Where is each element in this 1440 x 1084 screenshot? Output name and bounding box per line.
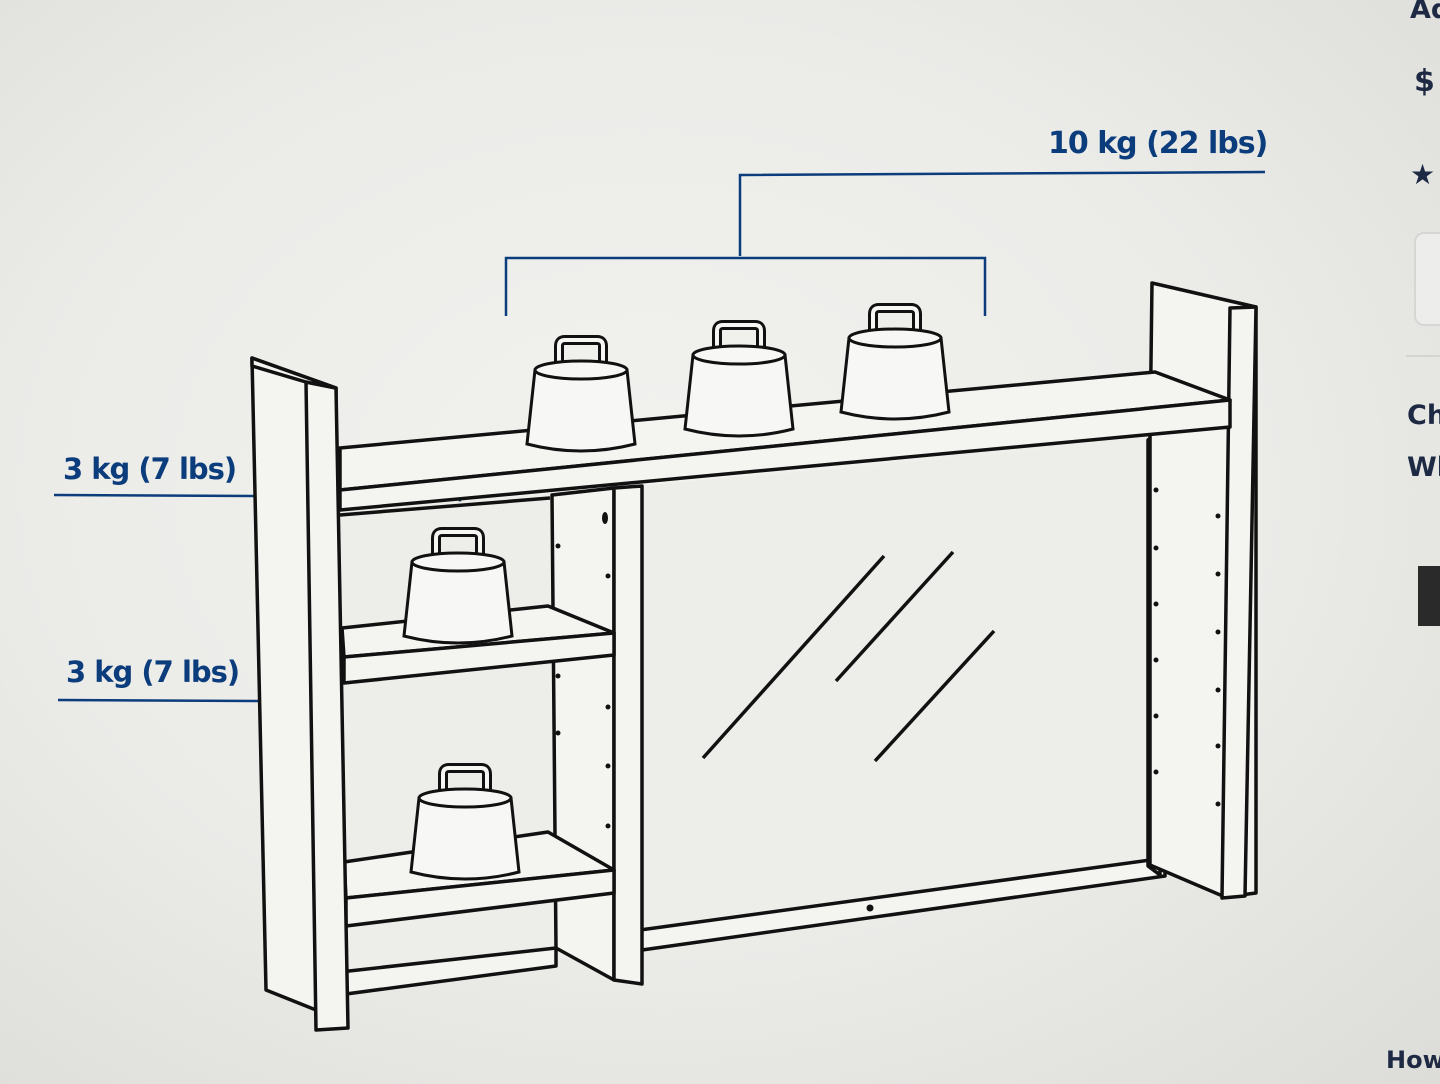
cropped-heading-text: Ad [1410, 0, 1440, 25]
cropped-option-label: Ch [1407, 400, 1440, 431]
middle-shelf-load-label: 3 kg (7 lbs) [63, 452, 237, 486]
cropped-swatch[interactable] [1418, 566, 1440, 626]
kettlebell-weight-icon [685, 325, 793, 436]
cropped-button[interactable] [1414, 232, 1440, 326]
rating-star-icon: ★ [1410, 158, 1436, 191]
divider [1406, 355, 1440, 357]
kettlebell-weight-icon [527, 340, 635, 451]
cropped-link-text[interactable]: How [1386, 1046, 1440, 1074]
lower-shelf-load-label: 3 kg (7 lbs) [66, 655, 240, 689]
cropped-option-value: Wh [1407, 452, 1440, 483]
cropped-price-text: $ [1414, 64, 1435, 99]
shelf-unit [250, 281, 1258, 1032]
mirror-glare [701, 550, 996, 763]
top-shelf-load-label: 10 kg (22 lbs) [1048, 126, 1268, 161]
kettlebell-weight-icon [841, 308, 949, 419]
peg-holes [555, 487, 1221, 912]
